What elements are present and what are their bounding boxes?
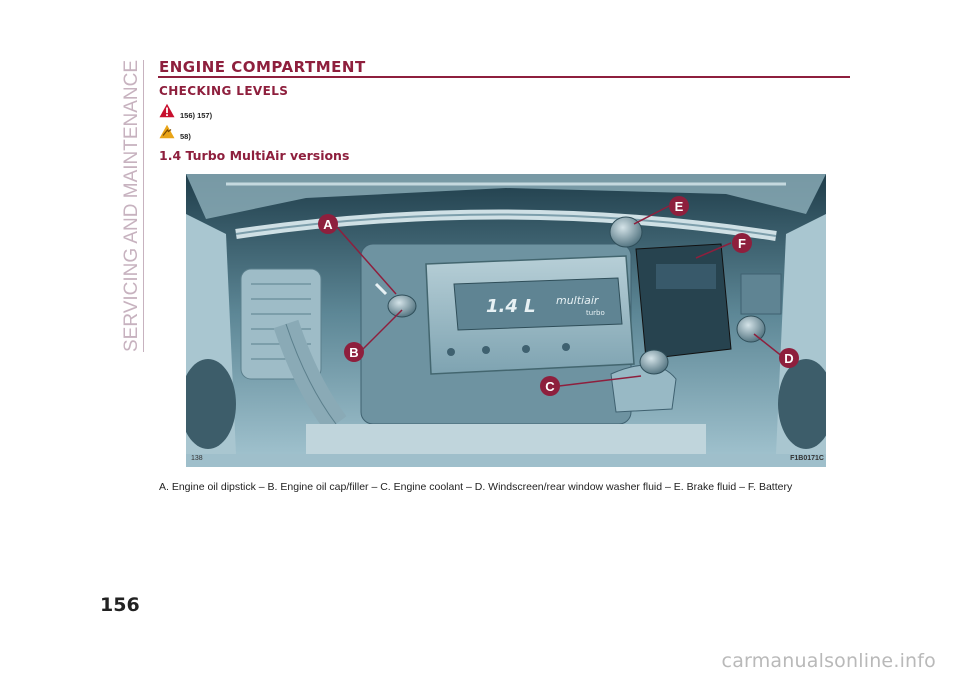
engine-cover-sub: turbo bbox=[586, 309, 605, 317]
side-title-text: SERVICING AND MAINTENANCE bbox=[120, 60, 142, 352]
watermark: carmanualsonline.info bbox=[721, 650, 936, 672]
warning-icon bbox=[159, 103, 175, 123]
callout-label: B bbox=[349, 345, 358, 360]
callout-F: F bbox=[732, 233, 752, 253]
callout-label: A bbox=[323, 217, 333, 232]
section-side-title: SERVICING AND MAINTENANCE bbox=[100, 60, 160, 360]
heading-rule bbox=[158, 76, 850, 78]
callout-label: D bbox=[784, 351, 793, 366]
callout-E: E bbox=[669, 196, 689, 216]
figure-footer-bar bbox=[186, 454, 826, 467]
engine-compartment-illustration: 1.4 L multiair turbo bbox=[186, 174, 826, 454]
callout-label: E bbox=[675, 199, 684, 214]
warning-reference: 156) 157) bbox=[159, 103, 212, 123]
callout-C: C bbox=[540, 376, 560, 396]
caution-reference: 58) bbox=[159, 124, 191, 144]
page-heading: ENGINE COMPARTMENT bbox=[159, 58, 366, 76]
caution-icon bbox=[159, 124, 175, 144]
callout-D: D bbox=[779, 348, 799, 368]
callout-label: F bbox=[738, 236, 746, 251]
side-divider bbox=[143, 60, 144, 352]
engine-cover-brand: multiair bbox=[556, 294, 600, 307]
figure-page-ref: 138 bbox=[191, 455, 203, 462]
engine-cover-displacement: 1.4 L bbox=[486, 296, 536, 317]
callout-B: B bbox=[344, 342, 364, 362]
callout-label: C bbox=[545, 379, 555, 394]
caution-reference-text: 58) bbox=[180, 131, 191, 141]
callout-A: A bbox=[318, 214, 338, 234]
subheading: CHECKING LEVELS bbox=[159, 84, 289, 98]
warning-reference-text: 156) 157) bbox=[180, 110, 213, 120]
figure-code: F1B0171C bbox=[790, 455, 824, 462]
figure-caption: A. Engine oil dipstick – B. Engine oil c… bbox=[159, 481, 793, 493]
page-number: 156 bbox=[100, 594, 140, 616]
section-title: 1.4 Turbo MultiAir versions bbox=[159, 148, 350, 163]
